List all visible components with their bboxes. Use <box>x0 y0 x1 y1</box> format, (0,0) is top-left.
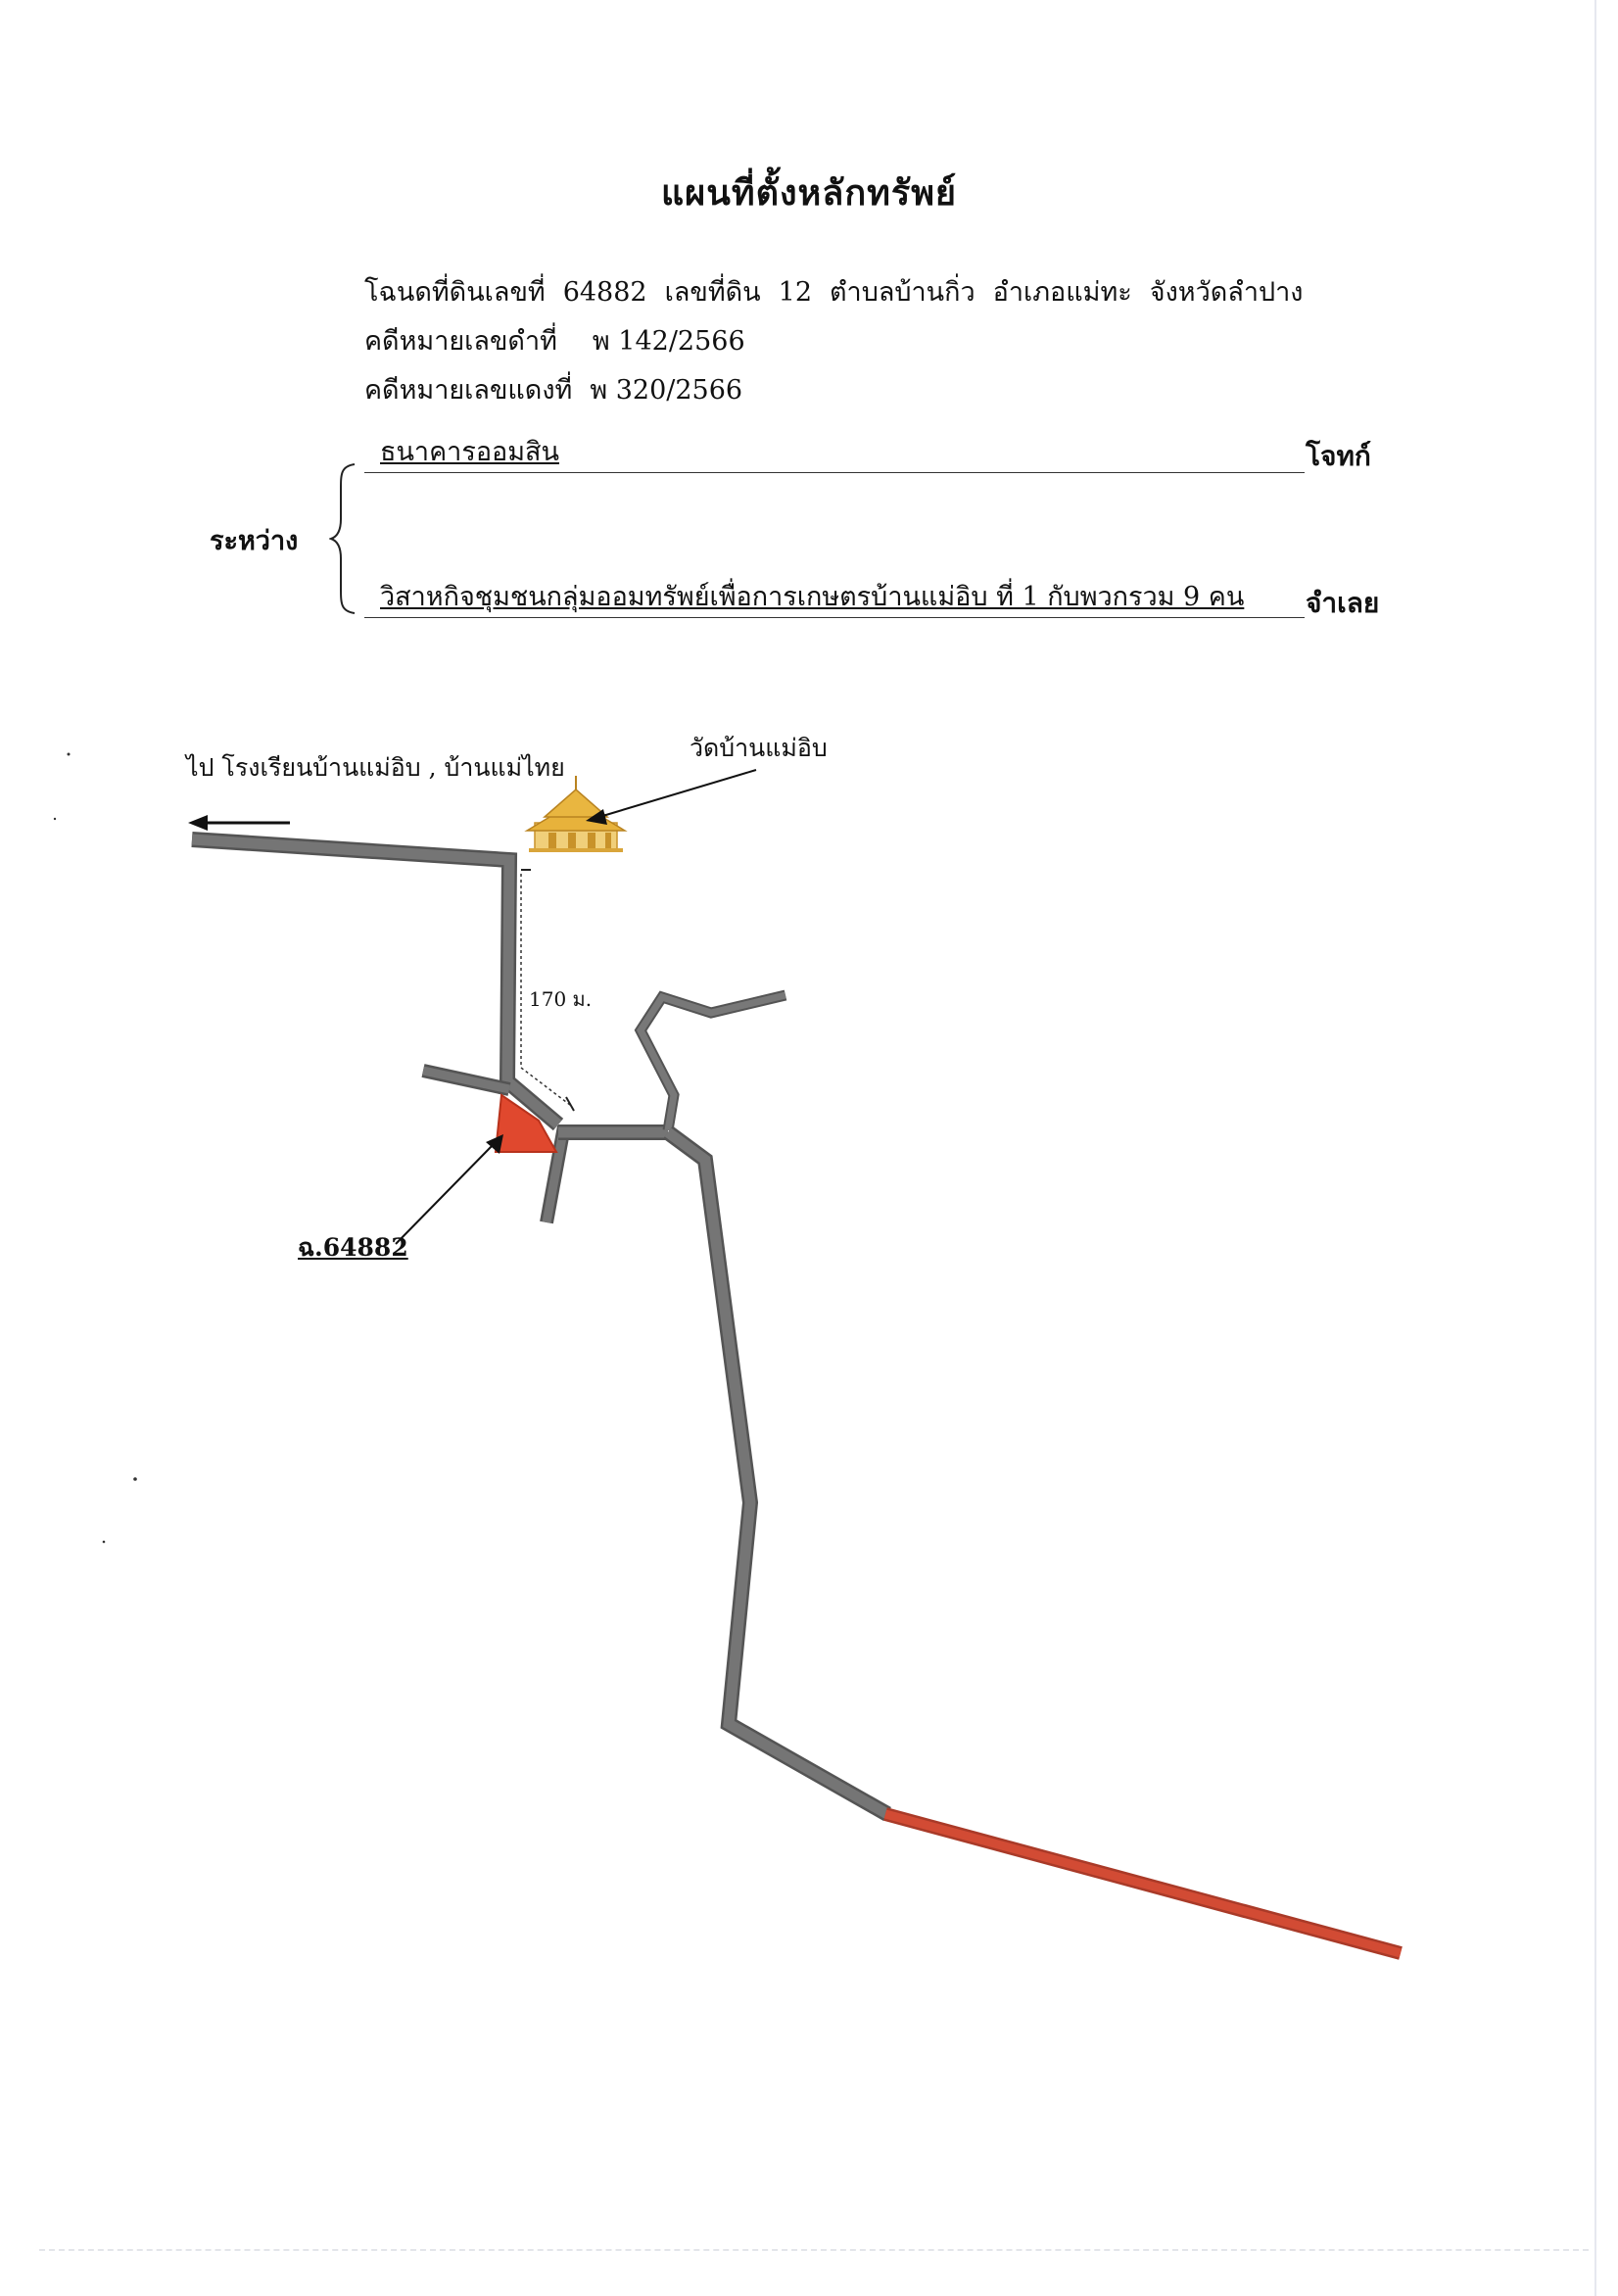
temple-pointer-arrow <box>586 769 757 825</box>
main-road-west-fill <box>191 834 562 1129</box>
between-label: ระหว่าง <box>210 526 299 556</box>
scan-specks <box>53 752 137 1544</box>
defendant-line: วิสาหกิจชุมชนกลุ่มออมทรัพย์เพื่อการเกษตร… <box>364 578 1305 618</box>
land-label: เลขที่ดิน <box>664 277 761 308</box>
temple-label: วัดบ้านแม่อิบ <box>690 734 828 762</box>
defendant-name: วิสาหกิจชุมชนกลุ่มออมทรัพย์เพื่อการเกษตร… <box>380 582 1245 612</box>
district: อำเภอแม่ทะ <box>992 277 1132 308</box>
road-network <box>191 832 1403 1960</box>
winding-road-north-fill <box>636 991 786 1131</box>
distance-label: 170 ม. <box>529 987 593 1011</box>
direction-label: ไป โรงเรียนบ้านแม่อิบ , บ้านแม่ไทย <box>186 753 565 782</box>
side-road-northwest-fill <box>422 1066 510 1094</box>
property-parcel <box>494 1093 558 1153</box>
subdistrict: ตำบลบ้านกิ่ว <box>830 277 976 308</box>
highlighted-road-segment-fill <box>883 1809 1403 1958</box>
deed-number-label: ฉ.64882 <box>298 1233 408 1262</box>
curly-brace <box>329 463 356 614</box>
defendant-role: จำเลย <box>1306 587 1380 619</box>
page-edge <box>1594 0 1596 2296</box>
long-road-south-fill <box>664 1127 890 1819</box>
plaintiff-name: ธนาคารออมสิน <box>380 437 559 467</box>
black-case-label: คดีหมายเลขดำที่ <box>364 326 557 357</box>
red-case-line: คดีหมายเลขแดงที่ พ 320/2566 <box>364 368 742 410</box>
plaintiff-line: ธนาคารออมสิน <box>364 433 1305 473</box>
page-title: แผนที่ตั้งหลักทรัพย์ <box>660 172 958 214</box>
black-case-number: พ 142/2566 <box>592 326 745 357</box>
province: จังหวัดลำปาง <box>1149 277 1304 308</box>
long-road-south <box>663 1125 891 1821</box>
deed-number: 64882 <box>562 277 647 308</box>
black-case-line: คดีหมายเลขดำที่ พ 142/2566 <box>364 319 745 361</box>
deed-info-line: โฉนดที่ดินเลขที่ 64882 เลขที่ดิน 12 ตำบลบ้าน… <box>364 270 1303 312</box>
page-bottom-edge <box>39 2249 1589 2251</box>
distance-dimension-line <box>520 869 575 1112</box>
land-number: 12 <box>778 277 812 308</box>
red-case-number: พ 320/2566 <box>590 375 743 406</box>
plaintiff-role: โจทก์ <box>1306 440 1371 472</box>
side-road-south-fill <box>542 1125 569 1223</box>
direction-arrow <box>188 815 290 831</box>
red-case-label: คดีหมายเลขแดงที่ <box>364 375 573 406</box>
parcel-pointer-arrow <box>395 1134 503 1245</box>
deed-label: โฉนดที่ดินเลขที่ <box>364 277 546 308</box>
